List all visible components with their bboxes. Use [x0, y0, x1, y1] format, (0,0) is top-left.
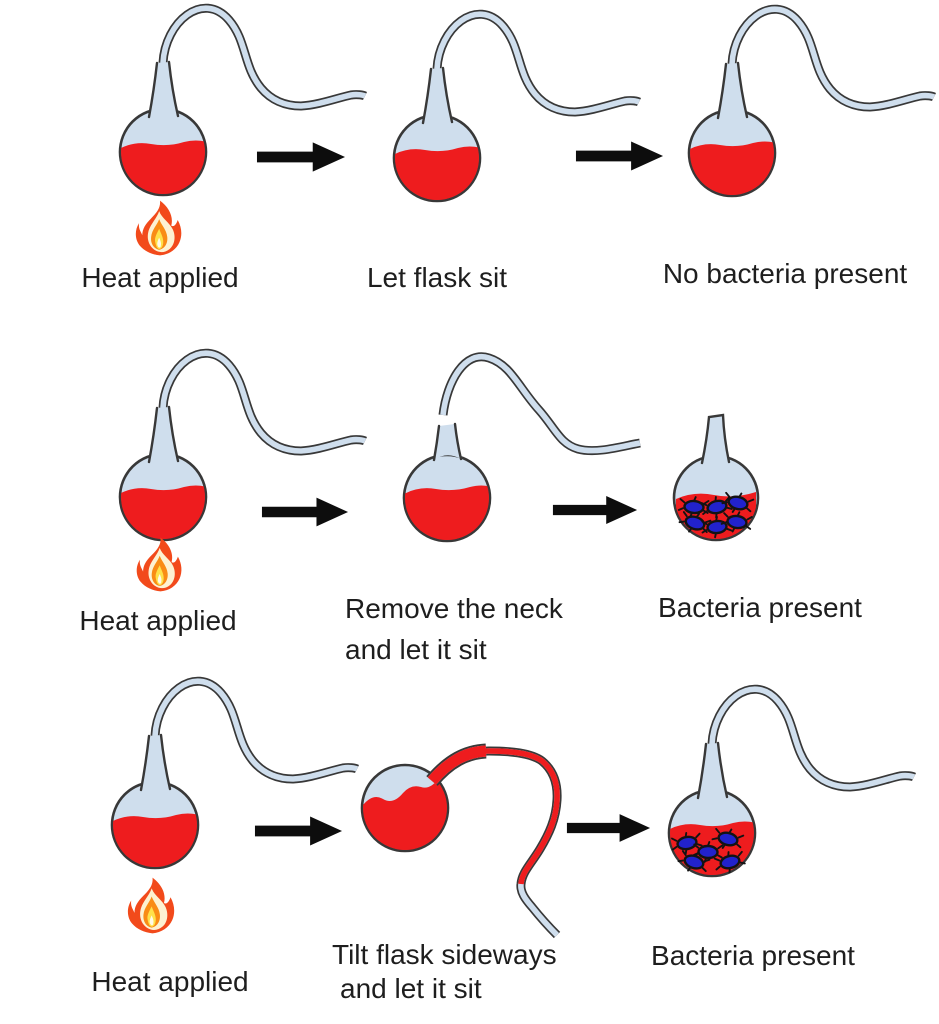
swan-neck-flask-sitting-row1 — [393, 14, 639, 203]
arrow-right-icon — [256, 142, 346, 172]
swan-neck-flask-heated-row1 — [119, 8, 365, 197]
flask-bacteria-row2 — [674, 415, 758, 540]
label-bacteria-present-row3: Bacteria present — [651, 940, 855, 971]
arrow-right-icon — [254, 816, 343, 846]
label-no-bacteria-present: No bacteria present — [662, 258, 908, 289]
label-remove-the-neck: Remove the neck and let it sit — [345, 592, 563, 666]
arrow-right-icon — [566, 814, 651, 842]
flame-icon — [135, 200, 182, 256]
label-line1: Remove the neck — [345, 593, 563, 624]
flame-icon — [127, 877, 175, 934]
label-line1: Tilt flask sideways — [332, 939, 557, 970]
label-line2: and let it sit — [345, 633, 487, 665]
swan-neck-flask-bacteria-row3 — [668, 689, 914, 878]
arrow-right-icon — [261, 497, 349, 527]
label-bacteria-present-row2: Bacteria present — [658, 592, 862, 623]
label-heat-applied-row3: Heat applied — [91, 966, 249, 997]
label-line2: and let it sit — [340, 972, 482, 1004]
flame-icon — [136, 537, 182, 592]
arrow-right-icon — [575, 141, 664, 171]
arrow-right-icon — [552, 495, 638, 525]
flask-tilted-row3 — [362, 751, 557, 935]
label-let-flask-sit: Let flask sit — [366, 262, 508, 293]
swan-neck-flask-sterile-row1 — [688, 9, 934, 198]
label-heat-applied-row1: Heat applied — [81, 262, 239, 293]
swan-neck-flask-heated-row3 — [111, 681, 357, 870]
label-heat-applied-row2: Heat applied — [79, 605, 237, 636]
label-tilt-flask-sideways: Tilt flask sideways and let it sit — [332, 938, 557, 1005]
